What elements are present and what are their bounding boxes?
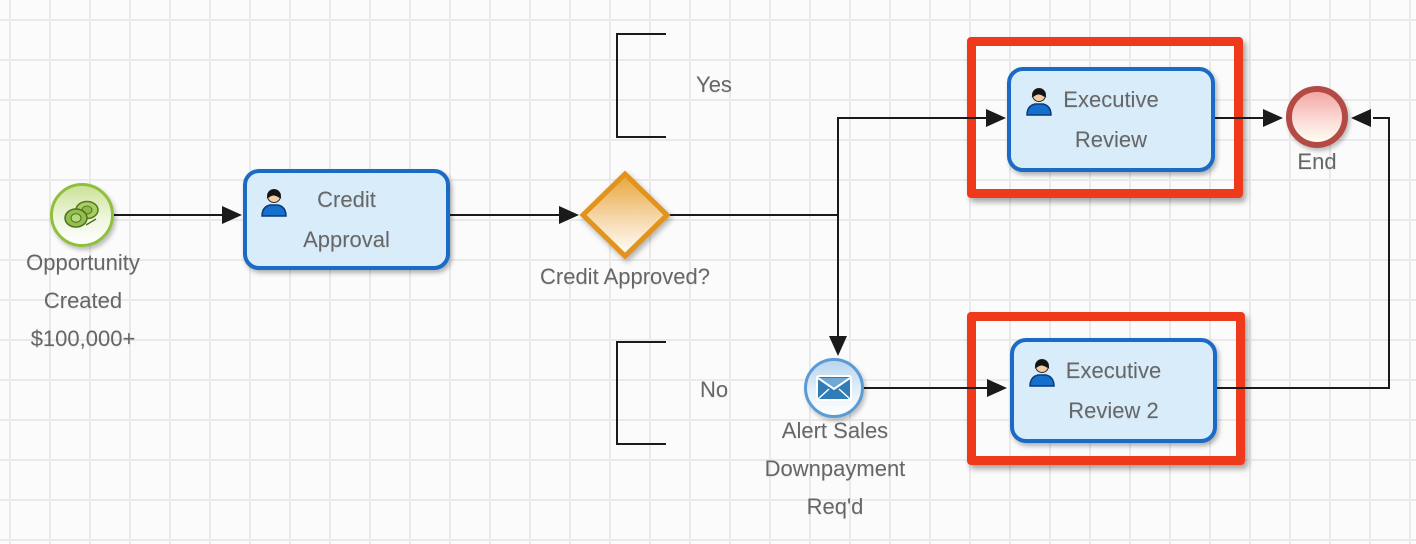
gateway-label: Credit Approved? xyxy=(540,264,710,289)
task-credit-approval-label: Credit Approval xyxy=(303,186,390,252)
task-executive-review-label: Executive Review xyxy=(1063,86,1159,152)
task-credit-approval[interactable]: Credit Approval xyxy=(243,169,450,270)
arrowhead-icon xyxy=(1263,109,1283,127)
branch-no-label[interactable]: No xyxy=(699,377,729,402)
user-icon xyxy=(1026,88,1052,116)
start-event-label: Opportunity Created $100,000+ xyxy=(26,250,140,351)
start-event-opportunity-created[interactable] xyxy=(50,183,114,247)
arrowhead-icon xyxy=(986,109,1006,127)
no-label-bracket xyxy=(616,341,666,445)
task-executive-review-2-label: Executive Review 2 xyxy=(1065,357,1162,423)
task-executive-review-2[interactable]: Executive Review 2 xyxy=(1010,338,1217,443)
branch-yes-label[interactable]: Yes xyxy=(696,72,732,97)
flow-alert-sales-to-executive-review-2[interactable] xyxy=(864,379,1007,397)
end-event-label: End xyxy=(1297,149,1337,174)
envelope-icon xyxy=(816,375,852,401)
gateway-credit-approved[interactable] xyxy=(578,169,672,261)
flow-executive-review-2-to-end[interactable] xyxy=(1214,109,1390,389)
message-event-label: Alert Sales Downpayment Req'd xyxy=(764,418,906,519)
arrowhead-icon xyxy=(559,206,579,224)
yes-label-bracket xyxy=(616,33,666,138)
user-icon xyxy=(1029,359,1055,387)
arrowhead-icon xyxy=(987,379,1007,397)
user-icon xyxy=(261,189,287,217)
message-event-alert-sales[interactable] xyxy=(804,358,864,418)
arrowhead-icon xyxy=(222,206,242,224)
arrowhead-icon xyxy=(1351,109,1371,127)
flow-executive-review-to-end[interactable] xyxy=(1212,109,1283,127)
flow-gateway-yes-to-executive-review[interactable] xyxy=(668,109,1006,216)
flow-start-to-credit-approval[interactable] xyxy=(112,206,242,224)
task-executive-review[interactable]: Executive Review xyxy=(1007,67,1215,172)
flow-gateway-no-to-alert-sales[interactable] xyxy=(829,215,847,356)
end-event[interactable] xyxy=(1286,86,1348,148)
flow-credit-approval-to-gateway[interactable] xyxy=(446,206,579,224)
arrowhead-icon xyxy=(829,336,847,356)
money-icon xyxy=(64,200,99,228)
